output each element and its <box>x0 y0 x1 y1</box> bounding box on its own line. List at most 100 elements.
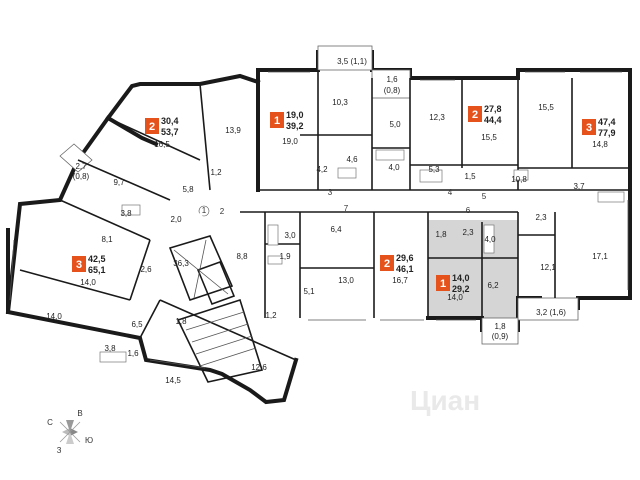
room-area: 3,0 <box>284 231 296 240</box>
room-area: 17,1 <box>592 252 608 261</box>
room-area: 8,1 <box>101 235 113 244</box>
room-area: 3,7 <box>573 182 585 191</box>
room-area: 5,3 <box>428 165 440 174</box>
room-area: 1,8 <box>435 230 447 239</box>
room-area: 12,3 <box>429 113 445 122</box>
room-area: 14,0 <box>46 312 62 321</box>
room-area: 14,0 <box>80 278 96 287</box>
room-area: 2,3 <box>535 213 547 222</box>
total-area: 46,1 <box>396 264 414 274</box>
door-number: 4 <box>448 188 453 197</box>
apartment-badge-a1[interactable]: 2 30,4 53,7 <box>145 116 179 137</box>
rooms-count: 1 <box>274 115 280 127</box>
room-area: 1,2 <box>265 311 277 320</box>
room-area: 3,8 <box>120 209 132 218</box>
compass-north: В <box>77 409 82 418</box>
room-area: 1,9 <box>279 252 291 261</box>
compass-east: Ю <box>85 436 93 445</box>
rooms-count: 2 <box>472 109 478 121</box>
compass-rose: В Ю З С <box>47 409 93 455</box>
room-area: 3,8 <box>104 344 116 353</box>
rooms-count: 2 <box>384 258 390 270</box>
rooms-count-badge <box>380 255 394 271</box>
room-area: 10,3 <box>332 98 348 107</box>
room-area: 12,1 <box>540 263 556 272</box>
room-area: 16,5 <box>154 140 170 149</box>
total-area: 44,4 <box>484 115 502 125</box>
windows <box>9 71 629 369</box>
apartment-badge-a5[interactable]: 3 42,5 65,1 <box>72 254 106 275</box>
living-area: 47,4 <box>598 117 616 127</box>
total-area: 65,1 <box>88 265 106 275</box>
room-area: 4,0 <box>388 163 400 172</box>
room-area: 15,5 <box>481 133 497 142</box>
total-area: 77,9 <box>598 128 616 138</box>
selected-apartment-highlight[interactable] <box>428 220 518 318</box>
room-area: 13,9 <box>225 126 241 135</box>
living-area: 29,6 <box>396 253 414 263</box>
room-area: (0,9) <box>492 332 509 341</box>
room-area: 5,0 <box>389 120 401 129</box>
room-area: 13,0 <box>338 276 354 285</box>
room-area: 9,7 <box>113 178 125 187</box>
apartment-badge-a3[interactable]: 2 27,8 44,4 <box>468 104 502 125</box>
door-numbers: 1 2 3 4 5 6 7 <box>193 188 487 223</box>
room-area: 2,3 <box>462 228 474 237</box>
room-area: 1,2 <box>210 168 222 177</box>
room-area: 2,6 <box>140 265 152 274</box>
room-area: 2,0 <box>170 215 182 224</box>
apartment-badge-a2[interactable]: 1 19,0 39,2 <box>270 110 304 131</box>
rooms-count-badge <box>145 118 159 134</box>
room-area: 8,8 <box>236 252 248 261</box>
room-area: 6,2 <box>487 281 499 290</box>
apartment-badge-a4[interactable]: 3 47,4 77,9 <box>582 117 616 138</box>
rooms-count: 1 <box>440 278 446 290</box>
room-area: 6,4 <box>330 225 342 234</box>
rooms-count: 2 <box>149 121 155 133</box>
room-area: 3,5 (1,1) <box>337 57 367 66</box>
rooms-count-badge <box>270 112 284 128</box>
room-area: (0,8) <box>73 172 90 181</box>
door-number: 3 <box>328 188 333 197</box>
room-area: 4,0 <box>484 235 496 244</box>
door-number: 6 <box>466 206 471 215</box>
apartment-badge-a7[interactable]: 1 14,0 29,2 <box>436 273 470 294</box>
apartment-badge-a6[interactable]: 2 29,6 46,1 <box>380 253 414 274</box>
room-area: 1,5 <box>464 172 476 181</box>
room-area: 15,5 <box>538 103 554 112</box>
compass-west: С <box>47 418 53 427</box>
room-area: 14,8 <box>592 140 608 149</box>
living-area: 27,8 <box>484 104 502 114</box>
outer-walls <box>5 45 632 405</box>
room-area: 1,8 <box>494 322 506 331</box>
living-area: 30,4 <box>161 116 179 126</box>
compass-south: З <box>57 446 62 455</box>
rooms-count-badge <box>468 106 482 122</box>
total-area: 29,2 <box>452 284 470 294</box>
total-area: 39,2 <box>286 121 304 131</box>
room-area: 1,8 <box>175 317 187 326</box>
room-area: 14,5 <box>165 376 181 385</box>
room-area-labels: 16,5 13,9 19,0 10,3 3,5 (1,1) 1,6 (0,8) … <box>46 57 608 385</box>
rooms-count: 3 <box>586 122 592 134</box>
room-area: (0,8) <box>384 86 401 95</box>
rooms-count: 3 <box>76 259 82 271</box>
bathroom-fixtures <box>99 149 625 363</box>
rooms-count-badge <box>72 256 86 272</box>
room-area: 4,6 <box>346 155 358 164</box>
room-area: 1,6 <box>127 349 139 358</box>
room-area: 4,2 <box>316 165 328 174</box>
living-area: 14,0 <box>452 273 470 283</box>
living-area: 42,5 <box>88 254 106 264</box>
room-area: 10,8 <box>511 175 527 184</box>
door-number: 1 <box>202 206 207 215</box>
room-area: 19,0 <box>282 137 298 146</box>
watermark-text: Циан <box>410 385 480 416</box>
total-area: 53,7 <box>161 127 179 137</box>
room-area: 5,1 <box>303 287 315 296</box>
door-number: 7 <box>344 204 349 213</box>
room-area: 2,7 <box>75 162 87 171</box>
rooms-count-badge <box>582 119 596 135</box>
room-area: 14,0 <box>447 293 463 302</box>
